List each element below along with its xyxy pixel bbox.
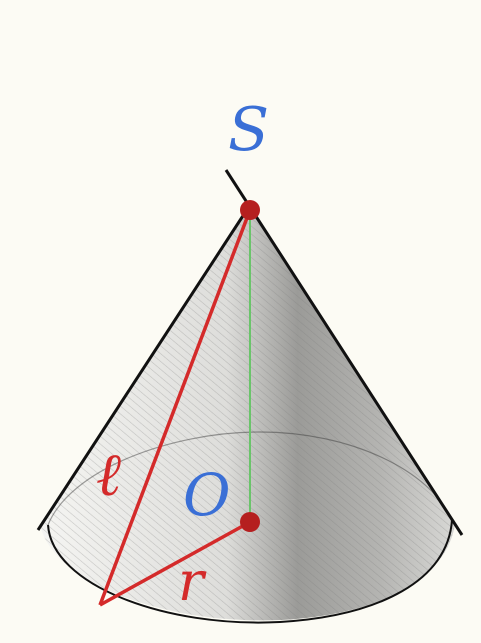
slant-label: ℓ: [96, 440, 121, 510]
radius-label: r: [178, 550, 207, 613]
center-label: O: [183, 461, 231, 529]
cone-hatching: [40, 205, 455, 621]
base-ellipse-back: [47, 431, 453, 526]
left-generatrix: [36, 204, 252, 531]
apex-point: [240, 200, 260, 220]
right-generatrix: [224, 169, 464, 536]
slant-height-line: [98, 209, 252, 606]
base-ellipse-front: [47, 519, 453, 624]
center-point: [240, 512, 260, 532]
apex-label: S: [228, 95, 269, 165]
radius-line: [99, 520, 251, 607]
